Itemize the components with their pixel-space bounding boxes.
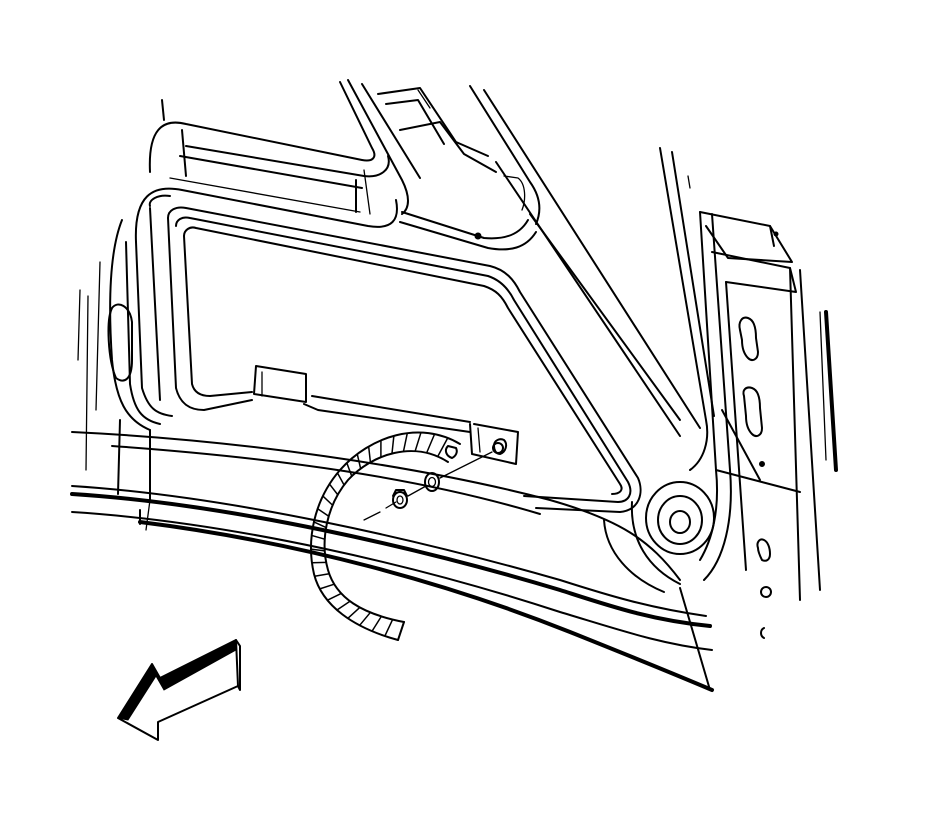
conduit-rib <box>346 462 353 477</box>
conduit-rib <box>314 572 330 577</box>
conduit-rib <box>391 435 395 454</box>
grommet <box>645 481 715 555</box>
bracket-left <box>253 365 307 403</box>
conduit-rib <box>356 453 362 469</box>
access-opening <box>167 206 642 513</box>
conduit-rib <box>384 619 394 637</box>
right-pillar <box>474 147 838 639</box>
inner-frame <box>125 187 537 425</box>
conduit-rib <box>319 583 335 590</box>
conduit-rib <box>347 606 361 619</box>
front-of-vehicle-arrow <box>117 639 241 741</box>
fasteners <box>363 442 504 521</box>
upper-channel <box>148 81 390 215</box>
conduit-rib <box>313 521 327 529</box>
wiring-harness <box>310 431 461 641</box>
conduit-rib <box>322 495 334 506</box>
conduit-rib <box>414 432 422 452</box>
conduit-rib <box>336 472 345 486</box>
conduit-ribs <box>310 432 449 637</box>
conduit-rib <box>327 592 342 601</box>
conduit-rib <box>328 483 339 496</box>
conduit-rib <box>310 548 325 552</box>
left-panel-edges <box>77 219 151 471</box>
stud <box>492 442 504 454</box>
lower-structure <box>70 419 714 692</box>
conduit-rib <box>317 508 330 517</box>
hex-nut <box>392 489 408 509</box>
conduit-rib <box>359 611 371 626</box>
conduit-rib <box>402 433 409 452</box>
conduit-rib <box>425 433 436 454</box>
conduit-rib <box>371 616 382 632</box>
conduit-rib <box>336 600 351 611</box>
pillar <box>347 79 701 437</box>
conduit-rib <box>437 437 449 457</box>
conduit-rib <box>367 446 372 463</box>
washer <box>424 472 440 492</box>
conduit-rib <box>311 534 325 540</box>
